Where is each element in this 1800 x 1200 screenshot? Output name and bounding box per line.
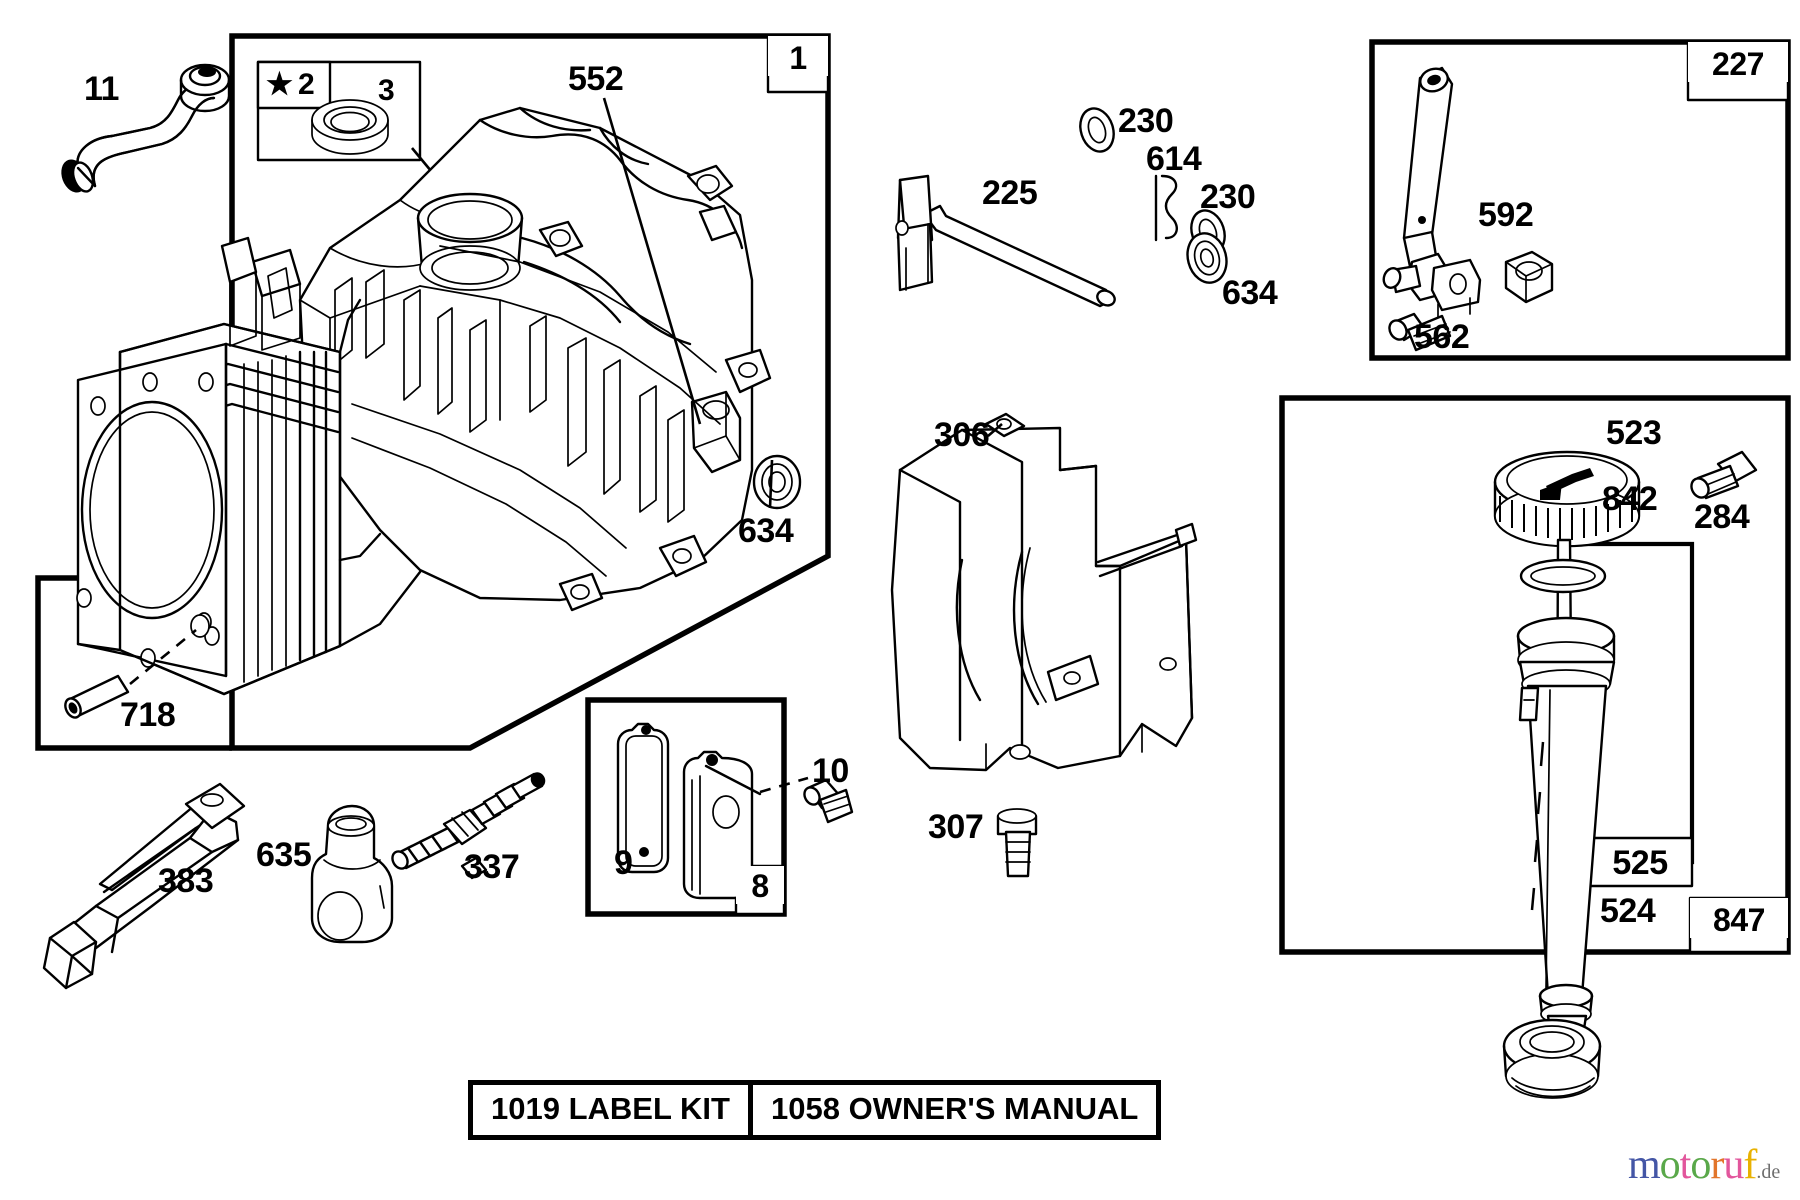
governor-nut-592 [1504, 250, 1554, 304]
logo-letter-m: m [1628, 1142, 1661, 1188]
governor-shaft-225 [895, 174, 1116, 308]
baffle-screw-307 [996, 808, 1038, 878]
callout-230-lower: 230 [1200, 178, 1256, 216]
logo-letter-r: r [1710, 1142, 1724, 1188]
cylinder-block-assembly [76, 106, 772, 696]
label-kit-box: 1019 LABEL KIT [468, 1080, 753, 1140]
logo-suffix: .de [1756, 1161, 1781, 1183]
oil-fill-plug-524 [1502, 1018, 1602, 1099]
callout-842: 842 [1602, 480, 1658, 518]
seal-inset-box [256, 60, 422, 162]
dowel-pin-718 [64, 674, 130, 719]
callout-11: 11 [84, 70, 119, 108]
callout-634-main: 634 [738, 512, 794, 550]
seal-634-right [1186, 232, 1228, 284]
callout-592: 592 [1478, 196, 1534, 234]
callout-562: 562 [1414, 318, 1470, 356]
owners-manual-box: 1058 OWNER'S MANUAL [748, 1080, 1162, 1140]
callout-225: 225 [982, 174, 1038, 212]
callout-284: 284 [1694, 498, 1750, 536]
callout-523: 523 [1606, 414, 1662, 452]
muffler-plate [682, 750, 762, 900]
panel-number-847: 847 [1690, 898, 1788, 938]
spark-plug-337 [391, 772, 546, 880]
retaining-clip-614 [1154, 174, 1178, 242]
callout-634-right: 634 [1222, 274, 1278, 312]
tube-screw-284 [1690, 450, 1758, 500]
muffler-gasket-9 [616, 722, 670, 874]
callout-383: 383 [158, 862, 214, 900]
plug-552 [690, 390, 742, 474]
callout-614: 614 [1146, 140, 1202, 178]
callout-3: 3 [378, 74, 395, 107]
spark-plug-wrench-383 [42, 782, 246, 990]
panel-847-outline [1279, 395, 1791, 955]
callout-524: 524 [1600, 892, 1656, 930]
logo-letter-o2: o [1690, 1142, 1711, 1188]
callout-337: 337 [464, 848, 520, 886]
muffler-screw-10 [803, 778, 854, 824]
callout-230-upper: 230 [1118, 102, 1174, 140]
seal-634-main [752, 454, 802, 510]
panel-number-1: 1 [768, 36, 828, 76]
blower-baffle-306 [890, 412, 1198, 772]
logo-letter-t: t [1679, 1142, 1692, 1188]
washer-230-upper [1079, 107, 1115, 153]
callout-552: 552 [568, 60, 624, 98]
callout-10: 10 [812, 752, 849, 790]
callout-635: 635 [256, 836, 312, 874]
dipstick-assembly [1493, 450, 1641, 1050]
spark-plug-boot-635 [310, 804, 394, 944]
motoruf-watermark: motoruf.de [1628, 1144, 1780, 1186]
logo-letter-f: f [1743, 1142, 1757, 1188]
breather-hose-11 [61, 63, 231, 193]
logo-letter-u: u [1723, 1142, 1744, 1188]
callout-306: 306 [934, 416, 990, 454]
callout-307: 307 [928, 808, 984, 846]
callout-2: 2 [298, 68, 315, 101]
governor-control-lever [1382, 66, 1554, 352]
panel-number-227: 227 [1688, 42, 1788, 82]
cylinder-barrel-fins [76, 322, 342, 696]
callout-9: 9 [614, 844, 633, 882]
callout-525: 525 [1612, 844, 1668, 882]
panel-number-8: 8 [736, 866, 784, 904]
star-icon: ★ [266, 68, 293, 101]
logo-letter-o1: o [1659, 1142, 1681, 1188]
callout-718: 718 [120, 696, 176, 734]
governor-screw-562 [1388, 312, 1452, 352]
